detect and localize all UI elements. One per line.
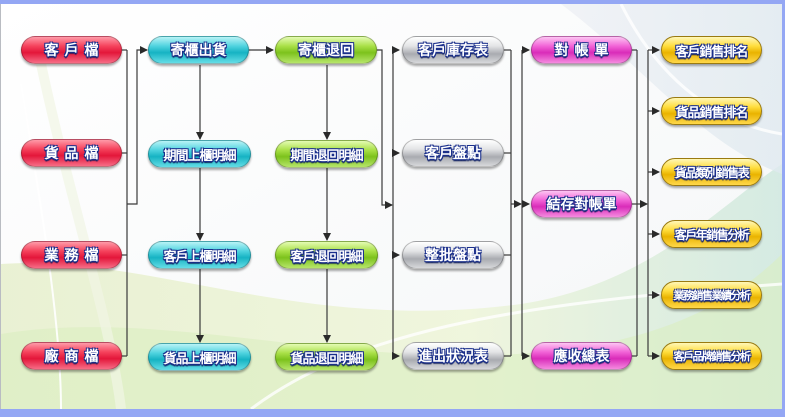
node-consignment-return[interactable]: 寄櫃退回	[275, 36, 377, 64]
node-product-file[interactable]: 貨品檔	[21, 139, 122, 167]
left-frame-border	[0, 4, 1, 409]
node-label: 客戶盤點	[425, 146, 481, 162]
node-label: 對帳單	[554, 43, 615, 59]
node-period-return-detail[interactable]: 期間退回明細	[275, 140, 378, 168]
node-period-shelf-detail[interactable]: 期間上櫃明細	[148, 140, 251, 168]
node-label: 寄櫃出貨	[170, 43, 227, 59]
node-customer-sales-ranking[interactable]: 客戶銷售排名	[661, 36, 762, 64]
right-frame-bar	[782, 0, 785, 417]
node-label: 客戶銷售排名	[675, 44, 748, 60]
top-frame-bar	[0, 0, 785, 4]
node-label: 整批盤點	[425, 248, 481, 264]
node-label: 客戶庫存表	[418, 43, 488, 59]
node-label: 期間上櫃明細	[163, 148, 236, 164]
node-label: 進出狀況表	[418, 349, 488, 365]
node-label: 客戶退回明細	[290, 249, 363, 265]
node-label: 客戶檔	[44, 43, 105, 59]
node-receivables-summary[interactable]: 應收總表	[531, 342, 632, 370]
node-label: 應收總表	[553, 349, 610, 365]
node-label: 貨品檔	[44, 146, 105, 162]
node-label: 業務檔	[44, 248, 105, 264]
node-label: 貨品上櫃明細	[163, 351, 236, 367]
node-label: 結存對帳單	[546, 197, 617, 213]
node-customer-shelf-detail[interactable]: 客戶上櫃明細	[148, 241, 251, 269]
node-product-shelf-detail[interactable]: 貨品上櫃明細	[148, 343, 251, 371]
node-customer-inventory-report[interactable]: 客戶庫存表	[402, 36, 504, 64]
node-vendor-file[interactable]: 廠商檔	[21, 342, 122, 370]
node-label: 客戶年銷售分析	[674, 227, 750, 242]
node-statement[interactable]: 對帳單	[531, 36, 632, 64]
node-salesperson-performance[interactable]: 業務銷售業績分析	[661, 281, 762, 309]
connector-return-out	[377, 49, 393, 209]
node-label: 貨品類別銷售表	[674, 165, 750, 180]
node-customer-stocktake[interactable]: 客戶盤點	[402, 139, 504, 167]
node-closing-statement[interactable]: 結存對帳單	[531, 190, 632, 218]
node-label: 廠商檔	[44, 349, 105, 365]
node-in-out-status-report[interactable]: 進出狀況表	[402, 342, 504, 370]
connector-master-to-shipment	[127, 46, 148, 205]
node-label: 期間退回明細	[290, 148, 363, 164]
node-label: 客戶上櫃明細	[163, 249, 236, 265]
node-customer-file[interactable]: 客戶檔	[21, 36, 122, 64]
node-label: 客戶品牌銷售分析	[673, 350, 752, 363]
node-consignment-shipment[interactable]: 寄櫃出貨	[148, 36, 249, 64]
node-product-sales-ranking[interactable]: 貨品銷售排名	[661, 97, 762, 125]
node-product-category-sales[interactable]: 貨品類別銷售表	[661, 158, 762, 186]
node-label: 寄櫃退回	[298, 43, 354, 59]
node-label: 業務銷售業績分析	[673, 289, 752, 302]
node-batch-stocktake[interactable]: 整批盤點	[402, 241, 504, 269]
node-product-return-detail[interactable]: 貨品退回明細	[275, 343, 378, 371]
node-label: 貨品銷售排名	[675, 105, 748, 121]
bottom-frame-bar	[0, 409, 785, 417]
node-customer-annual-sales[interactable]: 客戶年銷售分析	[661, 220, 762, 248]
node-label: 貨品退回明細	[290, 351, 363, 367]
node-customer-brand-sales[interactable]: 客戶品牌銷售分析	[661, 342, 762, 370]
node-customer-return-detail[interactable]: 客戶退回明細	[275, 241, 378, 269]
node-salesperson-file[interactable]: 業務檔	[21, 241, 122, 269]
